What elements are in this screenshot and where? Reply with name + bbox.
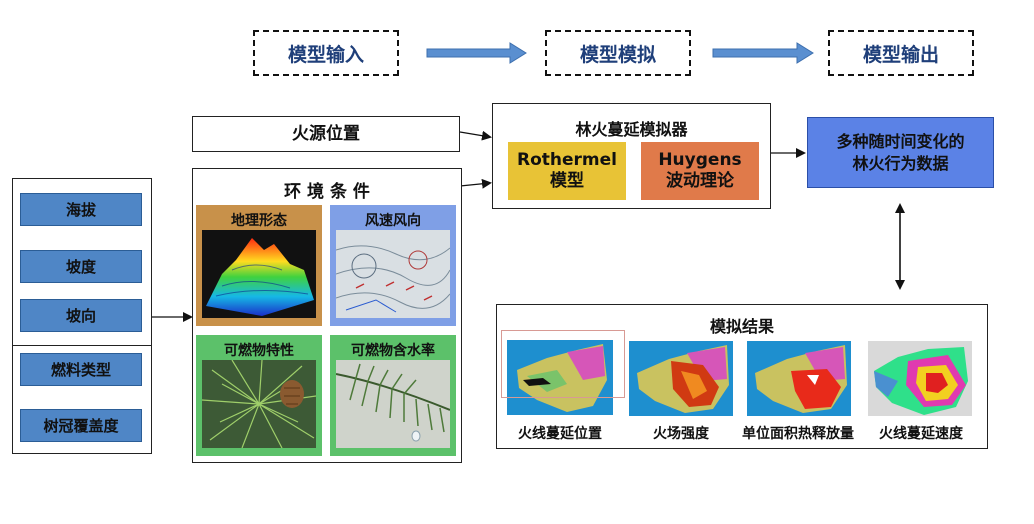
model-name: Rothermel xyxy=(517,149,617,170)
results-title: 模拟结果 xyxy=(709,317,774,336)
model-sub: 模型 xyxy=(550,171,584,191)
stage-input: 模型输入 xyxy=(253,30,399,76)
arrow-env-to-simulator xyxy=(459,178,492,189)
result-label-heat-release: 单位面积热释放量 xyxy=(742,426,854,442)
stage-output: 模型输出 xyxy=(828,30,974,76)
environment-title: 环 境 条 件 xyxy=(284,182,370,202)
result-label-intensity: 火场强度 xyxy=(653,426,709,442)
factor-canopy-cover: 树冠覆盖度 xyxy=(20,409,142,442)
fire-source-box: 火源位置 xyxy=(192,116,460,152)
factor-slope: 坡度 xyxy=(20,250,142,283)
model-sub: 波动理论 xyxy=(666,171,734,191)
stage-arrow-2 xyxy=(712,42,814,64)
result-image-fireline xyxy=(507,340,613,415)
factor-elevation: 海拔 xyxy=(20,193,142,226)
output-line-2: 林火行为数据 xyxy=(852,153,949,173)
factor-fuel-type: 燃料类型 xyxy=(20,353,142,386)
pine-image xyxy=(202,360,316,448)
result-label-spread-rate: 火线蔓延速度 xyxy=(879,426,963,442)
result-image-heat-release xyxy=(747,341,851,416)
env-tile-label: 风速风向 xyxy=(365,213,421,229)
factor-aspect: 坡向 xyxy=(20,299,142,332)
model-rothermel: Rothermel 模型 xyxy=(508,142,626,200)
result-image-intensity xyxy=(629,341,733,416)
highlight-frame xyxy=(501,330,625,398)
env-tile-label: 可燃物特性 xyxy=(224,343,294,359)
stage-simulation: 模型模拟 xyxy=(545,30,691,76)
env-tile-fuel-moisture: 可燃物含水率 xyxy=(330,335,456,456)
output-data-box: 多种随时间变化的 林火行为数据 xyxy=(807,117,994,188)
env-tile-label: 地理形态 xyxy=(231,213,287,229)
model-name: Huygens xyxy=(658,149,742,170)
env-tile-terrain: 地理形态 xyxy=(196,205,322,326)
terrain-image xyxy=(202,230,316,318)
result-label-fireline: 火线蔓延位置 xyxy=(518,426,602,442)
env-tile-label: 可燃物含水率 xyxy=(351,343,435,359)
wind-map-image xyxy=(336,230,450,318)
env-tile-fuel-properties: 可燃物特性 xyxy=(196,335,322,456)
arrow-fire-to-simulator xyxy=(459,130,492,141)
env-tile-wind: 风速风向 xyxy=(330,205,456,326)
factors-divider xyxy=(12,345,152,347)
stage-arrow-1 xyxy=(426,42,527,64)
model-huygens: Huygens 波动理论 xyxy=(641,142,759,200)
result-image-spread-rate xyxy=(868,341,972,416)
simulator-title: 林火蔓延模拟器 xyxy=(575,120,688,139)
needle-droplet-image xyxy=(336,360,450,448)
output-line-1: 多种随时间变化的 xyxy=(836,131,965,151)
